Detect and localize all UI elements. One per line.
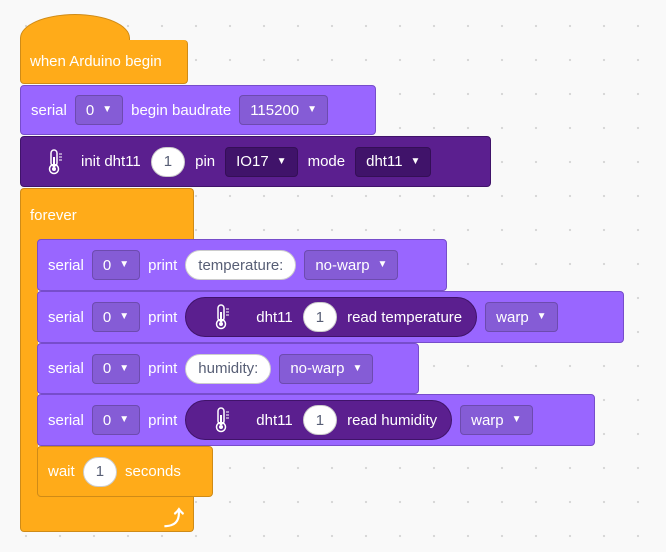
print-block-4[interactable]: serial 0 ▼ print dht11 1 read humidity w…	[37, 394, 595, 446]
warp-dropdown[interactable]: no-warp ▼	[279, 353, 374, 384]
serial-port-dropdown[interactable]: 0 ▼	[74, 95, 124, 125]
dht-read-temperature-reporter[interactable]: dht11 1 read temperature	[185, 297, 478, 337]
print-label: print	[148, 411, 178, 429]
print-block-1[interactable]: serial 0 ▼ print temperature: no-warp ▼	[37, 239, 447, 291]
sensor-label: dht11	[256, 411, 293, 429]
wait-label: wait	[48, 463, 75, 480]
thermometer-icon	[45, 148, 67, 176]
serial-port-dropdown[interactable]: 0 ▼	[91, 302, 141, 332]
warp-dropdown[interactable]: warp ▼	[460, 405, 533, 435]
thermometer-icon	[212, 303, 234, 331]
forever-block-top[interactable]: forever	[20, 188, 194, 240]
warp-value: warp	[471, 411, 504, 429]
serial-label: serial	[48, 256, 84, 274]
serial-port-dropdown[interactable]: 0 ▼	[91, 405, 141, 435]
forever-label: forever	[30, 206, 77, 224]
reading-label: read temperature	[347, 308, 463, 326]
loop-arrow-icon: ⤴	[164, 508, 184, 530]
print-label: print	[148, 256, 178, 274]
forever-block-arm	[20, 239, 38, 501]
dht-index-input[interactable]: 1	[302, 405, 338, 435]
reading-label: read humidity	[347, 411, 438, 429]
baudrate-dropdown[interactable]: 115200 ▼	[239, 95, 329, 125]
serial-label: serial	[48, 308, 84, 326]
sensor-label: dht11	[256, 308, 293, 326]
warp-dropdown[interactable]: warp ▼	[485, 302, 558, 332]
warp-value: warp	[496, 308, 529, 326]
init-dht11-block[interactable]: init dht11 1 pin IO17 ▼ mode dht11 ▼	[20, 136, 491, 187]
caret-down-icon: ▼	[119, 362, 130, 374]
caret-down-icon: ▼	[511, 414, 522, 425]
caret-down-icon: ▼	[352, 362, 363, 374]
print-text-input[interactable]: humidity:	[185, 353, 272, 384]
pin-dropdown[interactable]: IO17 ▼	[225, 146, 298, 177]
pin-label: pin	[195, 153, 216, 170]
serial-begin-block[interactable]: serial 0 ▼ begin baudrate 115200 ▼	[20, 85, 376, 135]
caret-down-icon: ▼	[377, 259, 388, 270]
mode-dropdown[interactable]: dht11 ▼	[355, 146, 432, 177]
wait-block[interactable]: wait 1 seconds	[37, 446, 213, 497]
mode-value: dht11	[366, 153, 403, 170]
init-dht11-label: init dht11	[81, 153, 141, 170]
serial-port-dropdown[interactable]: 0 ▼	[91, 353, 141, 384]
baudrate-value: 115200	[250, 101, 300, 119]
print-text-input[interactable]: temperature:	[185, 250, 297, 280]
serial-label: serial	[48, 411, 84, 429]
seconds-label: seconds	[125, 463, 181, 480]
caret-down-icon: ▼	[102, 104, 113, 115]
serial-port-value: 0	[85, 101, 95, 119]
serial-label: serial	[31, 101, 67, 119]
serial-port-value: 0	[102, 411, 112, 429]
print-block-2[interactable]: serial 0 ▼ print dht11 1 read temperatur…	[37, 291, 624, 343]
caret-down-icon: ▼	[276, 155, 287, 167]
serial-port-value: 0	[102, 360, 112, 377]
caret-down-icon: ▼	[410, 155, 421, 167]
caret-down-icon: ▼	[119, 259, 130, 270]
serial-port-value: 0	[102, 308, 112, 326]
serial-port-value: 0	[102, 256, 112, 274]
print-block-3[interactable]: serial 0 ▼ print humidity: no-warp ▼	[37, 343, 419, 394]
caret-down-icon: ▼	[536, 311, 547, 322]
wait-seconds-input[interactable]: 1	[82, 456, 118, 487]
dht-index-input[interactable]: 1	[150, 146, 186, 177]
dht-index-input[interactable]: 1	[302, 302, 338, 332]
begin-baudrate-label: begin baudrate	[131, 101, 232, 119]
print-label: print	[148, 360, 178, 377]
caret-down-icon: ▼	[119, 414, 130, 425]
forever-block-bottom	[20, 496, 194, 532]
print-label: print	[148, 308, 178, 326]
serial-label: serial	[48, 360, 84, 377]
warp-value: no-warp	[315, 256, 370, 274]
caret-down-icon: ▼	[307, 104, 318, 115]
thermometer-icon	[212, 406, 234, 434]
when-arduino-begin-block[interactable]: when Arduino begin	[20, 40, 188, 84]
warp-value: no-warp	[290, 360, 345, 377]
dht-read-humidity-reporter[interactable]: dht11 1 read humidity	[185, 400, 453, 440]
pin-value: IO17	[236, 153, 269, 170]
hat-label: when Arduino begin	[30, 53, 162, 70]
serial-port-dropdown[interactable]: 0 ▼	[91, 250, 141, 280]
mode-label: mode	[307, 153, 346, 170]
caret-down-icon: ▼	[119, 311, 130, 322]
warp-dropdown[interactable]: no-warp ▼	[304, 250, 399, 280]
